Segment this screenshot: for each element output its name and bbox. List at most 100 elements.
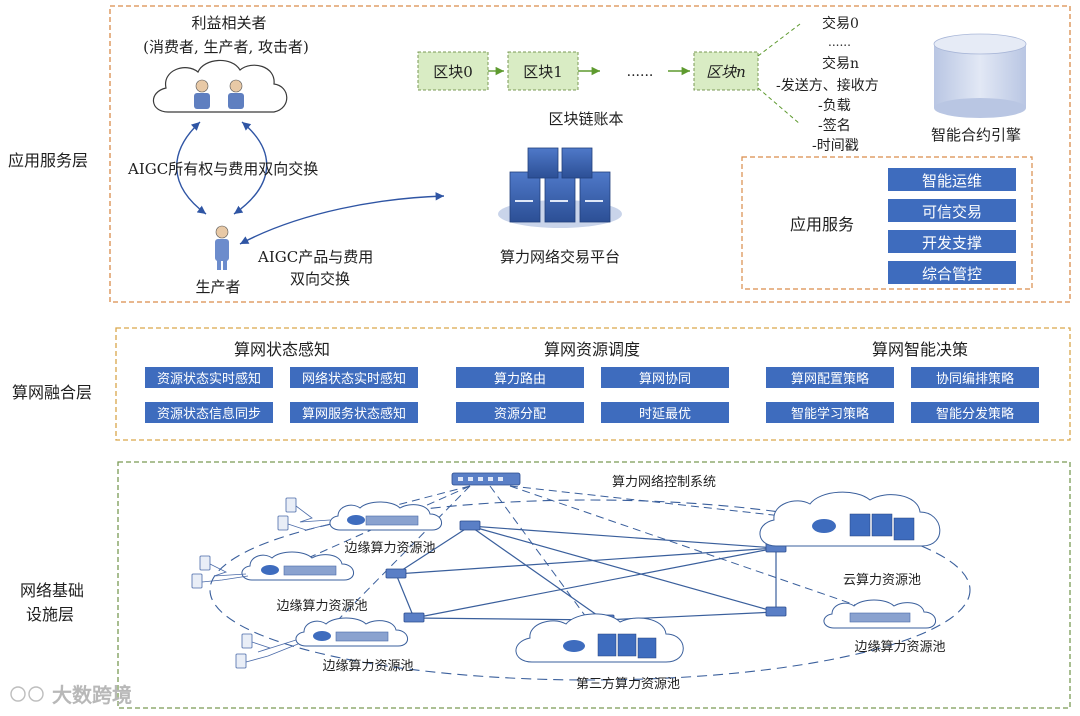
ownership-exchange-label: AIGC所有权与费用双向交换 <box>127 160 318 178</box>
fusion-box <box>290 402 418 423</box>
ownership-exchange-arrow-left <box>176 121 207 215</box>
trading-platform-servers-icon <box>498 147 622 228</box>
third-party-pool-label: 第三方算力资源池 <box>576 676 680 692</box>
fusion-group-sensing: 算网状态感知 资源状态实时感知 网络状态实时感知 资源状态信息同步 算网服务状态… <box>145 340 418 423</box>
block-ellipsis: ...... <box>627 64 654 80</box>
fusion-group-scheduling: 算网资源调度 算力路由 算网协同 资源分配 时延最优 <box>456 340 729 423</box>
router-icon <box>765 606 787 617</box>
third-party-pool-db-icon <box>563 640 585 652</box>
contract-engine-label: 智能合约引擎 <box>931 126 1021 144</box>
control-system-label: 算力网络控制系统 <box>612 474 716 490</box>
fusion-group-decision: 算网智能决策 算网配置策略 协同编排策略 智能学习策略 智能分发策略 <box>766 340 1039 423</box>
services-frame <box>741 156 1033 290</box>
stakeholders-cloud <box>152 59 288 113</box>
tx-field-4: -负载 <box>818 98 851 114</box>
fusion-item: 网络状态实时感知 <box>302 371 406 387</box>
stakeholders-title: 利益相关者 <box>191 14 266 32</box>
fusion-item: 资源分配 <box>494 407 546 422</box>
block-n-label: 区块n <box>706 63 746 81</box>
product-exchange-label-2: 双向交换 <box>290 270 350 288</box>
edge-pool-bottom-db-icon <box>313 631 331 641</box>
service-control: 综合管控 <box>922 265 982 283</box>
tx-field-5: -签名 <box>818 117 851 134</box>
fusion-item: 协同编排策略 <box>936 371 1014 387</box>
layer-label-infra-1: 网络基础 <box>20 581 84 600</box>
ledger-label: 区块链账本 <box>548 110 623 128</box>
product-exchange-label-1: AIGC产品与费用 <box>257 248 373 266</box>
fusion-box <box>601 402 729 423</box>
consumer-person-icon <box>194 79 210 109</box>
producer-label: 生产者 <box>195 278 240 296</box>
watermark-text: 大数跨境 <box>52 683 132 707</box>
phone-icon <box>285 497 297 513</box>
watermark-logo-icon <box>10 686 26 702</box>
fusion-group-decision-title: 算网智能决策 <box>872 340 968 359</box>
tx-expand-line-top <box>757 23 801 57</box>
edge-pool-left-label: 边缘算力资源池 <box>276 599 367 614</box>
edge-pool-right-label: 边缘算力资源池 <box>854 640 945 655</box>
block-n <box>693 51 759 91</box>
fusion-box <box>145 367 273 388</box>
phone-icon <box>199 555 211 571</box>
block-1-label: 区块1 <box>523 63 563 81</box>
cloud-pool-servers-icon <box>849 513 915 541</box>
block-1 <box>507 51 579 91</box>
tx-field-0: 交易0 <box>822 15 859 32</box>
layer-label-infra-2: 设施层 <box>26 605 74 624</box>
fusion-item: 算网协同 <box>639 372 691 387</box>
service-ops: 智能运维 <box>922 172 982 190</box>
infra-layer-frame <box>117 461 1071 709</box>
fusion-box <box>911 367 1039 388</box>
service-box-ops <box>888 168 1016 191</box>
router-icon <box>385 568 407 579</box>
service-dev: 开发支撑 <box>922 234 982 252</box>
fusion-item: 智能学习策略 <box>791 406 869 422</box>
fusion-group-sensing-title: 算网状态感知 <box>234 340 330 359</box>
device-links <box>201 505 331 663</box>
service-trusted: 可信交易 <box>922 203 982 221</box>
edge-pool-right-server-icon <box>849 612 911 623</box>
watermark-logo-icon <box>28 686 44 702</box>
edge-pool-top-db-icon <box>347 515 365 525</box>
block-0-label: 区块0 <box>433 63 473 81</box>
app-layer-frame <box>109 5 1071 303</box>
fusion-box <box>601 367 729 388</box>
edge-pool-bottom-server-icon <box>335 631 389 642</box>
cloud-pool-db-icon <box>812 519 836 533</box>
services-title: 应用服务 <box>790 215 854 234</box>
edge-pool-top-server-icon <box>365 515 419 526</box>
tx-field-3: -发送方、接收方 <box>776 77 879 94</box>
control-system-switch-icon <box>451 472 521 486</box>
edge-pool-bottom-label: 边缘算力资源池 <box>322 659 413 674</box>
phone-icon <box>241 633 253 649</box>
producer-person-icon <box>215 225 229 270</box>
router-icon <box>403 612 425 623</box>
edge-pool-top-label: 边缘算力资源池 <box>344 541 435 556</box>
router-mesh <box>395 525 777 621</box>
service-box-trusted <box>888 199 1016 222</box>
fusion-item: 算网配置策略 <box>791 371 869 387</box>
edge-pool-left-server-icon <box>283 565 337 576</box>
phone-icon <box>235 653 247 669</box>
fusion-item: 算力路由 <box>494 371 546 387</box>
block-0 <box>417 51 489 91</box>
layer-label-fusion: 算网融合层 <box>12 383 92 402</box>
tx-expand-line-bottom <box>757 87 801 125</box>
phone-icon <box>191 573 203 589</box>
phone-icon <box>277 515 289 531</box>
tx-field-2: 交易n <box>822 55 859 72</box>
watermark: 大数跨境 <box>10 683 132 707</box>
routers <box>385 520 787 625</box>
tx-field-6: -时间戳 <box>812 138 859 154</box>
fusion-item: 资源状态信息同步 <box>157 406 261 422</box>
blockchain-chain: 区块0 区块1 ...... 区块n <box>417 51 759 91</box>
tx-field-1: ...... <box>828 35 851 49</box>
service-box-dev <box>888 230 1016 253</box>
fusion-box <box>766 367 894 388</box>
network-ring <box>209 499 971 681</box>
service-box-control <box>888 261 1016 284</box>
product-exchange-arrow <box>239 192 445 245</box>
services-list: 智能运维 可信交易 开发支撑 综合管控 <box>888 168 1016 284</box>
fusion-box <box>456 402 584 423</box>
